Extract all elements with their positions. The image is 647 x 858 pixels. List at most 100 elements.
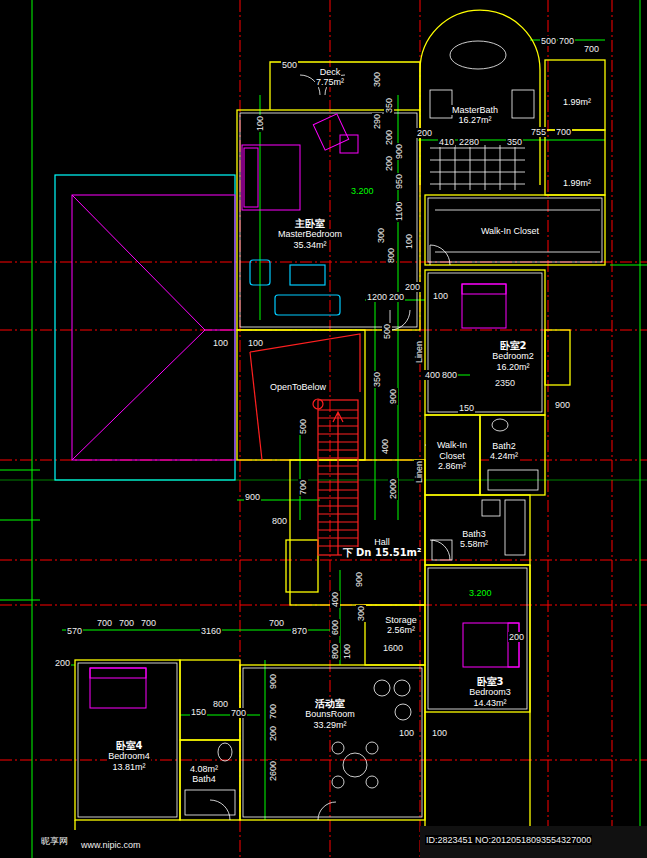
dimension-text: 350: [372, 371, 382, 388]
room-label-box: Hall下 Dn 15.51m²: [340, 530, 424, 565]
room-text: Deck: [319, 67, 342, 77]
room-label-box: OpenToBelow: [258, 380, 338, 394]
room-text: OpenToBelow: [269, 382, 327, 392]
room-text: 13.81m²: [111, 762, 146, 772]
room-text: Hall: [373, 537, 391, 547]
dimension-text: 500: [298, 418, 308, 435]
dimension-text: 3.200: [350, 186, 375, 196]
dimension-text: 100: [398, 728, 415, 738]
room-text: Walk-In Closet: [480, 226, 540, 236]
room-text: 2.86m²: [437, 461, 467, 471]
room-text: MasterBedroom: [277, 229, 343, 239]
annotation-text: Linen: [414, 340, 424, 364]
dimension-text: 350: [384, 97, 394, 114]
dimension-text: 900: [354, 571, 364, 588]
dimension-text: 800: [330, 643, 340, 660]
room-text: Bedroom3: [468, 687, 512, 697]
dimension-text: 100: [212, 338, 229, 348]
dimension-text: 100: [432, 291, 449, 301]
room-label-box: 4.08m²Bath4: [182, 760, 226, 788]
dimension-text: 100: [431, 728, 448, 738]
room-text: 1.99m²: [562, 178, 592, 188]
room-text: Walk-In Closet: [426, 440, 478, 461]
dimension-text: 900: [554, 400, 571, 410]
dimension-text: 800: [386, 247, 396, 264]
dimension-text: 3160: [200, 626, 222, 636]
annotation-text: www.nipic.com: [80, 840, 142, 850]
dimension-text: 200: [388, 292, 405, 302]
dimension-text: 700: [230, 708, 247, 718]
room-label-box: 卧室4Bedroom413.81m²: [96, 736, 162, 776]
dimension-text: 100: [342, 643, 352, 660]
dimension-text: 700: [583, 44, 600, 54]
room-label-box: Deck7.75m²: [300, 64, 360, 90]
dimension-text: 300: [356, 605, 366, 622]
room-text: Bath2: [491, 441, 517, 451]
room-text: 33.29m²: [312, 720, 347, 730]
dimension-text: 700: [140, 618, 157, 628]
room-name-cn: 主卧室: [294, 218, 326, 230]
room-text: 16.20m²: [495, 362, 530, 372]
room-label-box: 卧室2Bedroom216.20m²: [482, 336, 544, 376]
dimension-text: 2350: [494, 378, 516, 388]
dimension-text: 200: [416, 128, 433, 138]
room-text: Bedroom2: [491, 351, 535, 361]
dimension-text: 150: [458, 403, 475, 413]
dimension-text: 900: [244, 492, 261, 502]
room-text: 1.99m²: [562, 97, 592, 107]
dimension-text: 900: [268, 673, 278, 690]
room-text: Bath4: [191, 774, 217, 784]
dimension-text: 410: [438, 137, 455, 147]
room-label-box: Walk-In Closet: [478, 218, 542, 244]
dimension-text: 700: [298, 479, 308, 496]
dimension-text: 870: [291, 626, 308, 636]
room-label-box: Bath24.24m²: [482, 438, 526, 464]
dimension-text: 755: [530, 127, 547, 137]
dimension-text: 1200: [366, 292, 388, 302]
dimension-text: 100: [247, 338, 264, 348]
room-text: Storage: [384, 615, 418, 625]
room-label-box: 卧室3Bedroom314.43m²: [458, 672, 522, 712]
annotation-text: Linen: [414, 460, 424, 484]
dimension-text: 200: [54, 658, 71, 668]
dimension-text: 700: [268, 618, 285, 628]
dimension-text: 700: [96, 618, 113, 628]
dimension-text: 2280: [458, 137, 480, 147]
dimension-text: 950: [394, 173, 404, 190]
room-name-cn: 卧室3: [476, 676, 505, 688]
dimension-text: 200: [404, 282, 421, 292]
dimension-text: 200: [508, 632, 525, 642]
room-name-cn: 活动室: [314, 698, 346, 710]
room-text: 4.24m²: [489, 451, 519, 461]
room-text: 2.56m²: [386, 625, 416, 635]
room-text: 14.43m²: [472, 698, 507, 708]
room-text: Bath3: [461, 529, 487, 539]
dimension-text: 200: [384, 129, 394, 146]
room-text: Bedroom4: [107, 751, 151, 761]
dimension-text: 700: [118, 618, 135, 628]
dimension-text: 200: [384, 155, 394, 172]
dimension-text: 500: [382, 323, 392, 340]
dimension-text: 500: [540, 36, 557, 46]
room-text: 4.08m²: [189, 764, 219, 774]
dimension-text: 400: [380, 438, 390, 455]
room-text: 7.75m²: [315, 77, 345, 87]
room-text: MasterBath: [451, 105, 499, 115]
dimension-text: 500: [281, 60, 298, 70]
annotation-text: ID:2823451 NO:20120518093554327000: [425, 835, 592, 845]
room-name-cn: 下 Dn 15.51m²: [342, 547, 423, 559]
annotation-text: 昵享网: [40, 836, 69, 846]
dimension-text: 800: [271, 516, 288, 526]
dimension-text: 600: [330, 619, 340, 636]
dimension-text: 700: [555, 127, 572, 137]
room-label-box: Walk-In Closet2.86m²: [426, 436, 478, 476]
dimension-text: 300: [372, 71, 382, 88]
dimension-text: 700: [268, 703, 278, 720]
dimension-text: 100: [404, 233, 414, 250]
dimension-text: 570: [66, 626, 83, 636]
dimension-text: 700: [558, 36, 575, 46]
dimension-text: 300: [376, 227, 386, 244]
dimension-text: 3.200: [468, 588, 493, 598]
room-label-box: 1.99m²: [552, 176, 602, 190]
